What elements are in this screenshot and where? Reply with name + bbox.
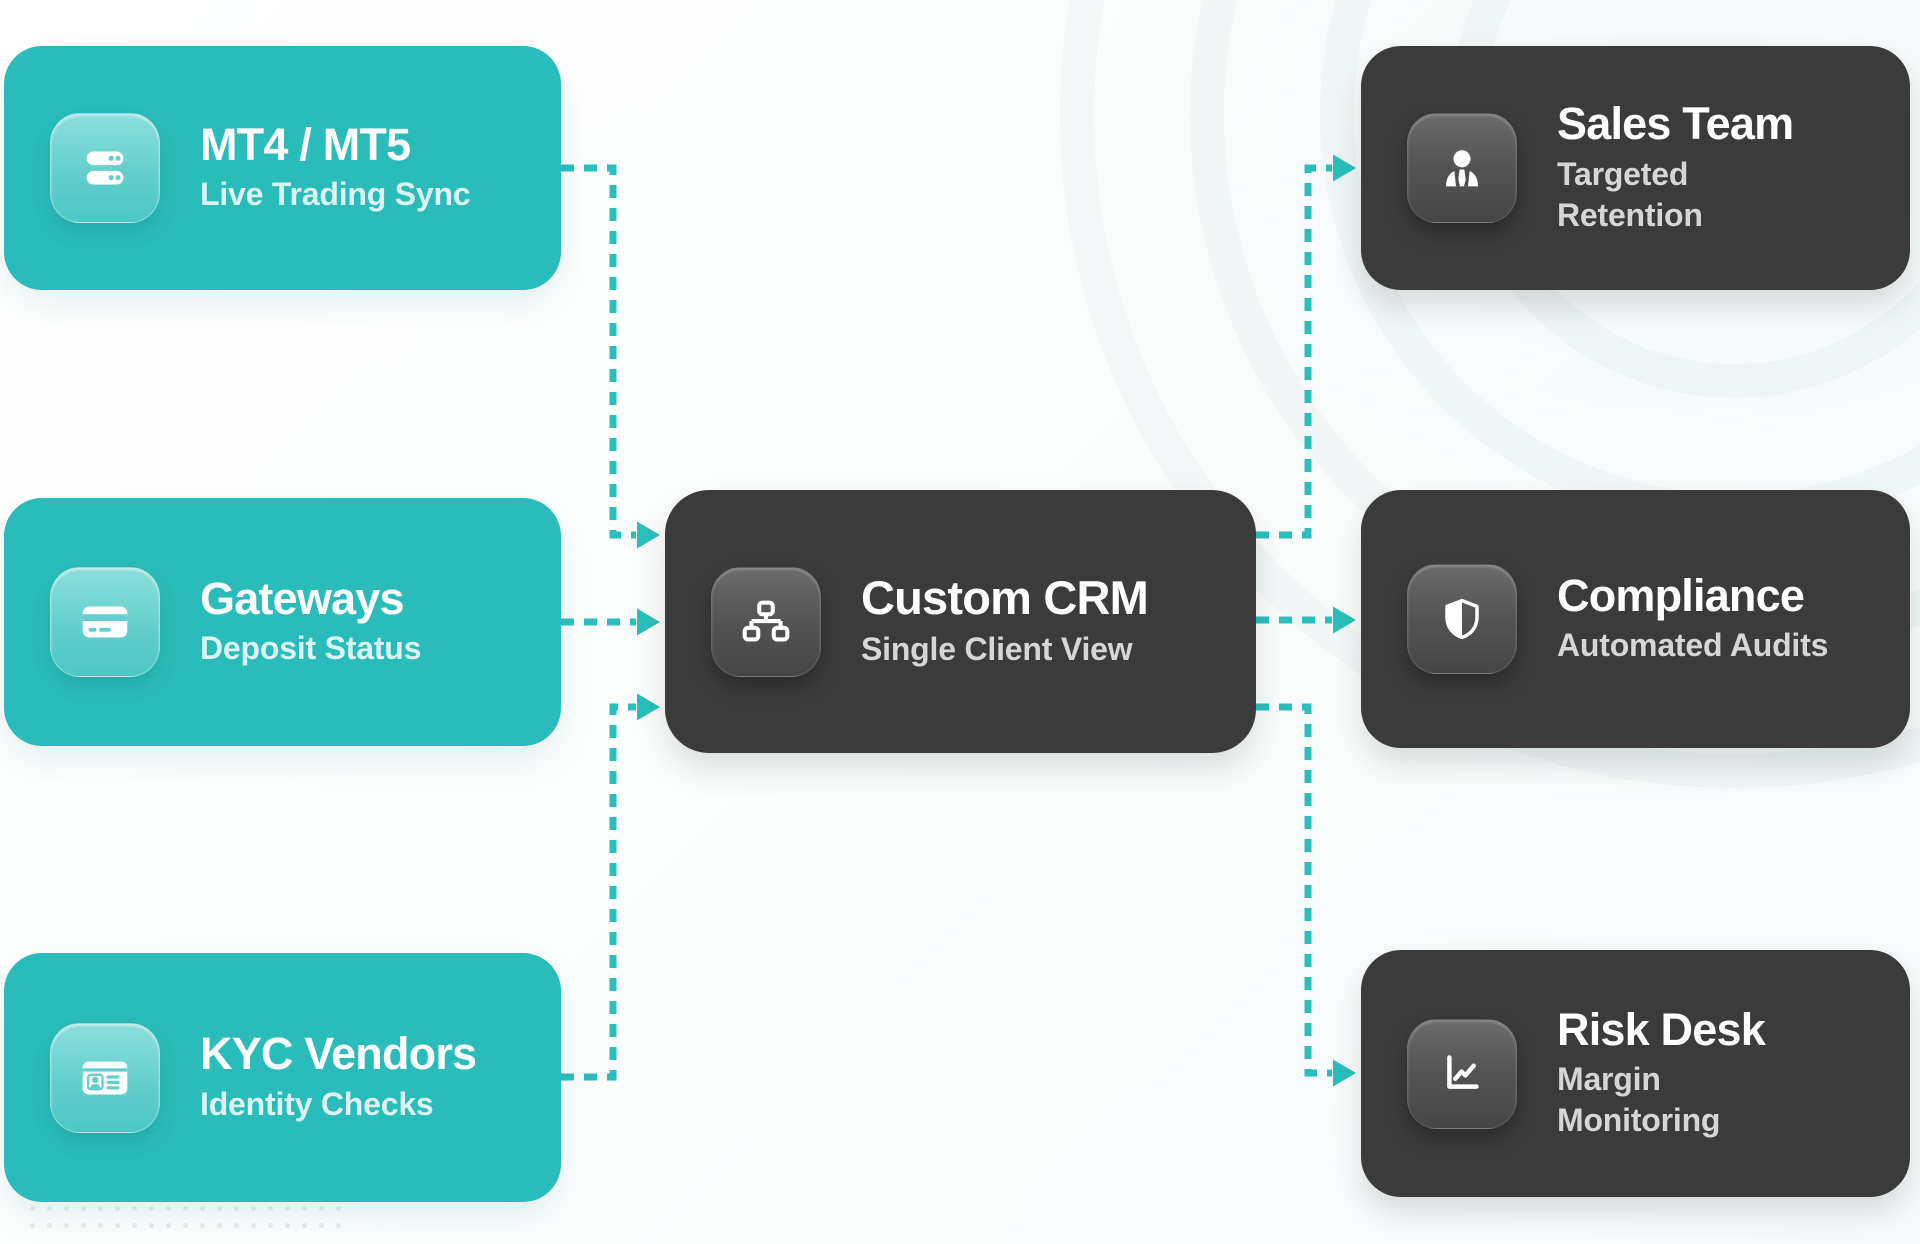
node-title: Custom CRM bbox=[861, 571, 1149, 625]
node-subtitle: Live Trading Sync bbox=[200, 176, 471, 213]
sitemap-icon bbox=[711, 566, 821, 677]
node-title: MT4 / MT5 bbox=[200, 118, 411, 170]
node-subtitle: Margin Monitoring bbox=[1557, 1061, 1721, 1139]
chart-line-icon bbox=[1407, 1018, 1517, 1129]
node-gateways: Gateways Deposit Status bbox=[4, 498, 561, 746]
node-compliance: Compliance Automated Audits bbox=[1361, 490, 1910, 748]
node-title: Risk Desk bbox=[1557, 1003, 1766, 1055]
node-risk-desk: Risk Desk Margin Monitoring bbox=[1361, 950, 1910, 1197]
node-sales-team: Sales Team Targeted Retention bbox=[1361, 46, 1910, 290]
user-tie-icon bbox=[1407, 113, 1517, 223]
node-title: Gateways bbox=[200, 572, 405, 624]
node-kyc-vendors: KYC Vendors Identity Checks bbox=[4, 953, 561, 1202]
node-title: KYC Vendors bbox=[200, 1028, 477, 1080]
node-custom-crm: Custom CRM Single Client View bbox=[665, 490, 1256, 753]
node-title: Compliance bbox=[1557, 569, 1805, 621]
node-mt4-mt5: MT4 / MT5 Live Trading Sync bbox=[4, 46, 561, 290]
id-card-icon bbox=[50, 1022, 160, 1133]
node-subtitle: Automated Audits bbox=[1557, 627, 1829, 664]
shield-icon bbox=[1407, 564, 1517, 674]
node-subtitle: Deposit Status bbox=[200, 630, 422, 667]
connector-mt4-to-crm bbox=[561, 164, 660, 549]
node-subtitle: Single Client View bbox=[861, 630, 1133, 667]
node-subtitle: Identity Checks bbox=[200, 1085, 434, 1122]
connector-crm-to-risk bbox=[1256, 703, 1356, 1087]
connector-kyc-to-crm bbox=[561, 693, 660, 1081]
credit-card-icon bbox=[50, 567, 160, 677]
server-icon bbox=[50, 113, 160, 223]
node-subtitle: Targeted Retention bbox=[1557, 155, 1703, 233]
node-title: Sales Team bbox=[1557, 98, 1794, 150]
connector-gateways-to-crm bbox=[561, 608, 660, 636]
